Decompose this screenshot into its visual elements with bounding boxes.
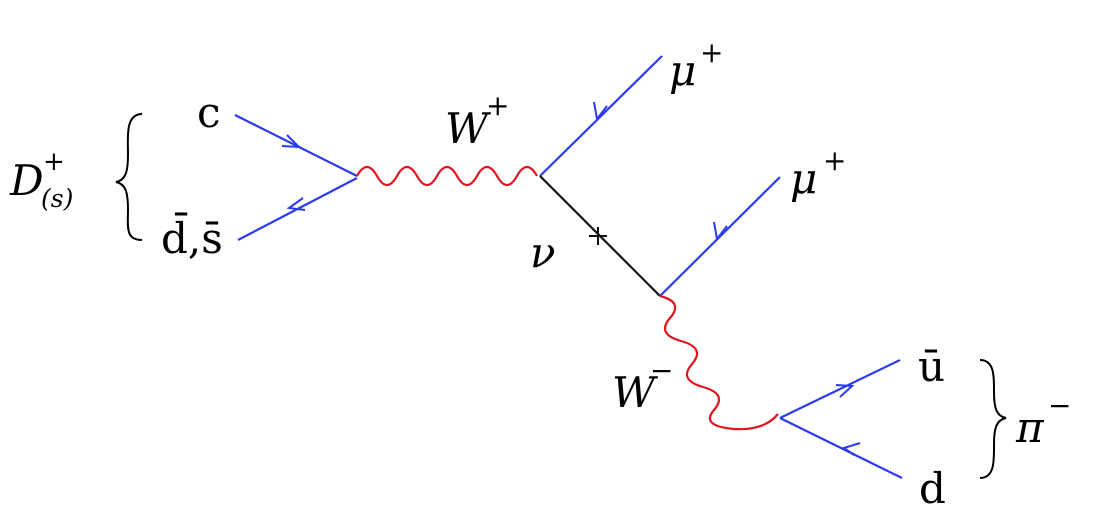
u-bar-line: [779, 359, 901, 419]
w-minus-superscript: −: [650, 354, 673, 387]
left-brace: [115, 113, 143, 241]
d-quark-label: d: [919, 464, 946, 513]
d-quark-arrow: [841, 442, 861, 456]
right-brace: [979, 359, 1007, 479]
muon-1-superscript: +: [700, 36, 723, 69]
meson-in-subscript: (s): [41, 184, 73, 213]
pion-out-label: π: [1015, 403, 1045, 452]
muon-2-label: μ: [790, 154, 817, 203]
muon-1-line: [539, 55, 663, 177]
labels: D + (s) c d̄,s̄ W + ν μ + μ + W − ū d π …: [9, 36, 1071, 513]
u-bar-arrow: [835, 384, 855, 398]
meson-in-main: D: [9, 156, 44, 205]
c-quark-arrow: [281, 134, 302, 149]
meson-in-superscript: +: [43, 147, 65, 177]
muon-1-arrow: [593, 101, 608, 122]
w-minus-boson-line: [659, 294, 779, 431]
muon-2-arrow: [713, 221, 728, 242]
u-bar-label: ū: [918, 342, 945, 391]
w-minus-label: W: [612, 368, 659, 417]
c-quark-line: [234, 114, 358, 177]
muon-1-label: μ: [669, 46, 696, 95]
muon-2-superscript: +: [823, 144, 846, 177]
w-plus-boson-line: [356, 165, 538, 187]
d-quark-line: [779, 417, 903, 479]
w-plus-label: W: [445, 104, 492, 153]
pion-out-superscript: −: [1048, 389, 1071, 422]
w-plus-superscript: +: [486, 89, 509, 122]
quark-c-label: c: [197, 88, 221, 137]
neutrino-label: ν: [530, 228, 556, 277]
antiquark-label: d̄,s̄: [161, 211, 223, 263]
antiquark-arrow: [286, 197, 306, 211]
incoming-fermions: [234, 114, 358, 241]
